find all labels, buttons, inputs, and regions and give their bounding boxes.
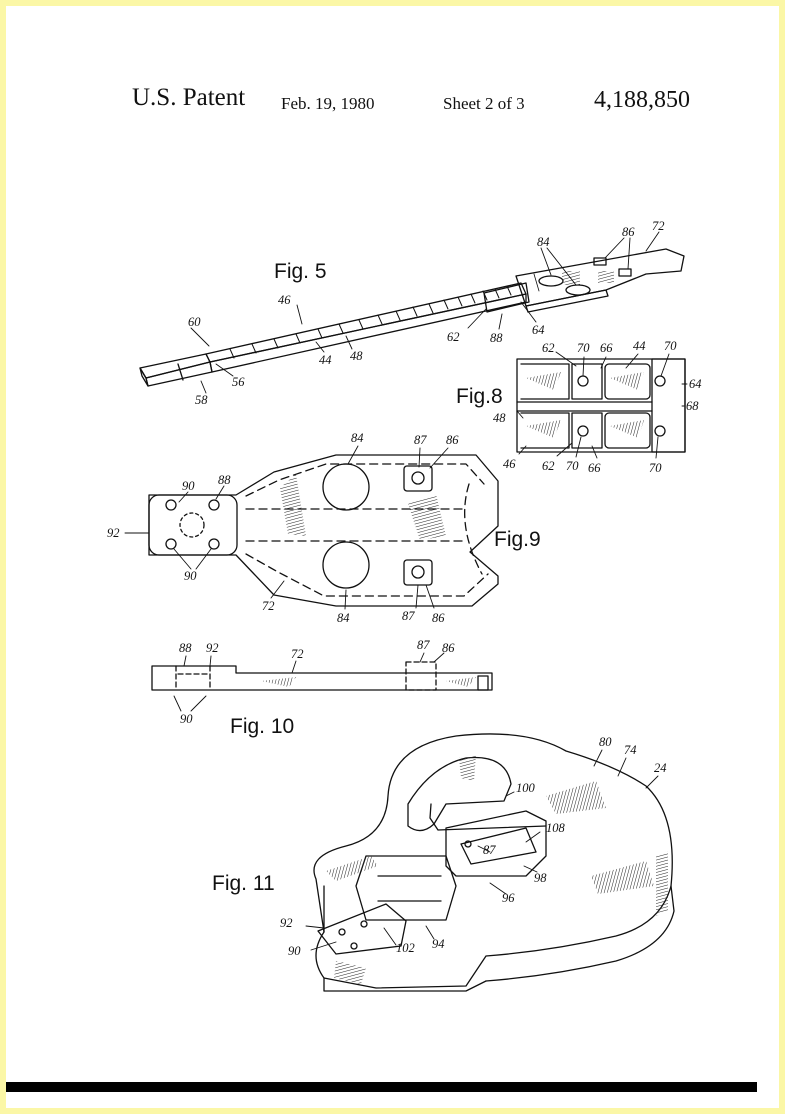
patent-drawings: Fig. 5 Fig.8 Fig.9 Fig. 10 Fig. 11 84 86… xyxy=(6,6,779,1108)
ref-numeral: 96 xyxy=(502,891,515,905)
ref-numeral: 48 xyxy=(350,349,363,363)
ref-numeral: 90 xyxy=(182,479,195,493)
ref-numeral: 84 xyxy=(351,431,364,445)
ref-numeral: 24 xyxy=(654,761,667,775)
ref-numeral: 70 xyxy=(566,459,579,473)
ref-numeral: 90 xyxy=(180,712,193,726)
ref-numeral: 90 xyxy=(288,944,301,958)
fig9-label: Fig.9 xyxy=(494,528,541,551)
fig11-label: Fig. 11 xyxy=(212,872,275,895)
ref-numeral: 92 xyxy=(206,641,219,655)
ref-numeral: 86 xyxy=(442,641,455,655)
ref-numeral: 88 xyxy=(218,473,231,487)
fig10-label: Fig. 10 xyxy=(230,715,294,738)
ref-numeral: 86 xyxy=(432,611,445,625)
ref-numeral: 74 xyxy=(624,743,637,757)
fig8-label: Fig.8 xyxy=(456,385,503,408)
ref-numeral: 62 xyxy=(542,459,555,473)
ref-numeral: 66 xyxy=(588,461,601,475)
ref-numeral: 62 xyxy=(447,330,460,344)
ref-numeral: 86 xyxy=(446,433,459,447)
ref-numeral: 84 xyxy=(337,611,350,625)
ref-numeral: 56 xyxy=(232,375,245,389)
ref-numeral: 58 xyxy=(195,393,208,407)
ref-numeral: 92 xyxy=(107,526,120,540)
fig8-drawing xyxy=(517,352,687,458)
ref-numeral: 72 xyxy=(262,599,275,613)
fig11-drawing xyxy=(306,734,674,991)
ref-numeral: 86 xyxy=(622,225,635,239)
ref-numeral: 102 xyxy=(396,941,415,955)
ref-numeral: 46 xyxy=(278,293,291,307)
ref-numeral: 87 xyxy=(414,433,427,447)
ref-numeral: 87 xyxy=(417,638,430,652)
ref-numeral: 80 xyxy=(599,735,612,749)
ref-numeral: 48 xyxy=(493,411,506,425)
ref-numeral: 68 xyxy=(686,399,699,413)
fig10-drawing xyxy=(152,653,492,711)
ref-numeral: 46 xyxy=(503,457,516,471)
ref-numeral: 62 xyxy=(542,341,555,355)
ref-numeral: 92 xyxy=(280,916,293,930)
ref-numeral: 84 xyxy=(537,235,550,249)
ref-numeral: 70 xyxy=(577,341,590,355)
ref-numeral: 72 xyxy=(652,219,665,233)
ref-numeral: 87 xyxy=(483,843,496,857)
ref-numeral: 64 xyxy=(532,323,545,337)
ref-numeral: 44 xyxy=(319,353,332,367)
ref-numeral: 72 xyxy=(291,647,304,661)
ref-numeral: 108 xyxy=(546,821,566,835)
ref-numeral: 66 xyxy=(600,341,613,355)
ref-numeral: 98 xyxy=(534,871,547,885)
ref-numeral: 90 xyxy=(184,569,197,583)
ref-numeral: 64 xyxy=(689,377,702,391)
ref-numeral: 100 xyxy=(516,781,536,795)
fig9-drawing xyxy=(125,446,498,609)
patent-sheet: U.S. Patent Feb. 19, 1980 Sheet 2 of 3 4… xyxy=(6,6,779,1108)
ref-numeral: 87 xyxy=(402,609,415,623)
ref-numeral: 60 xyxy=(188,315,201,329)
ref-numeral: 70 xyxy=(664,339,677,353)
bottom-rule xyxy=(6,1082,757,1092)
ref-numeral: 88 xyxy=(179,641,192,655)
ref-numeral: 94 xyxy=(432,937,445,951)
ref-numeral: 70 xyxy=(649,461,662,475)
fig5-label: Fig. 5 xyxy=(274,260,327,283)
ref-numeral: 88 xyxy=(490,331,503,345)
ref-numeral: 44 xyxy=(633,339,646,353)
